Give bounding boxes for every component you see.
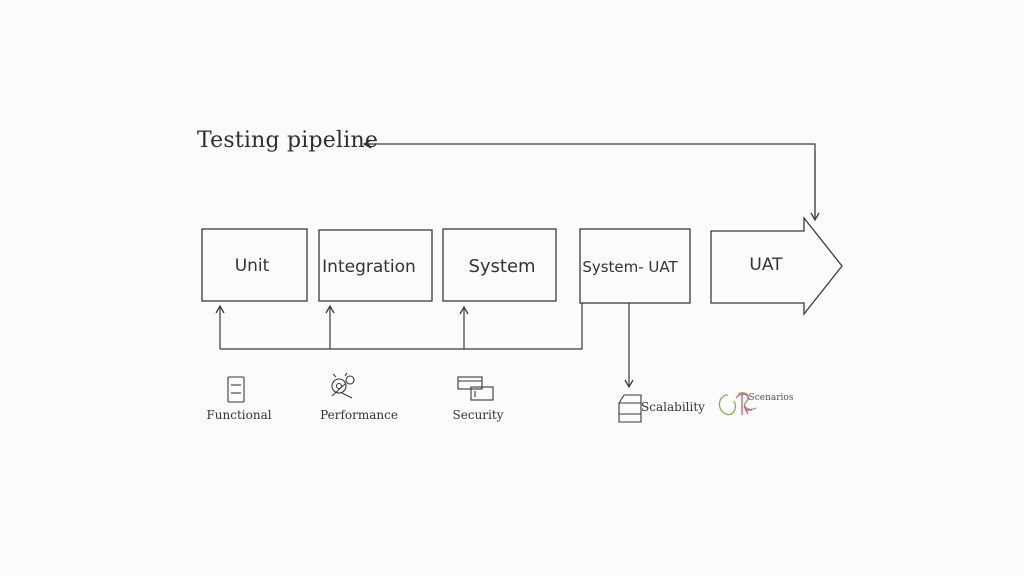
test-label-scalability: Scalability xyxy=(641,400,705,414)
page-title: Testing pipeline xyxy=(197,128,379,153)
stage-box-uat xyxy=(710,216,843,316)
test-label-functional: Functional xyxy=(206,408,272,422)
stage-label-uat: UAT xyxy=(749,255,783,275)
stage-box-integration xyxy=(318,229,433,302)
stage-label-system: System xyxy=(468,256,536,277)
stage-box-system-uat xyxy=(579,228,691,304)
colorful-doodle-icon xyxy=(718,392,757,416)
stage-label-unit: Unit xyxy=(234,256,270,276)
stage-label-integration: Integration xyxy=(322,257,416,277)
window-icon xyxy=(457,376,494,401)
box-icon xyxy=(618,394,642,423)
stage-label-system-uat: System- UAT xyxy=(582,258,678,276)
feedback-loop-line xyxy=(362,139,816,219)
stage-box-system xyxy=(442,228,557,302)
test-label-performance: Performance xyxy=(320,408,398,422)
stage-box-unit xyxy=(201,228,308,302)
gears-icon xyxy=(331,372,355,399)
bottom-bus-line xyxy=(220,303,583,350)
test-label-scenarios: Scenarios xyxy=(748,393,794,403)
server-icon xyxy=(227,376,245,403)
test-label-security: Security xyxy=(452,408,504,422)
